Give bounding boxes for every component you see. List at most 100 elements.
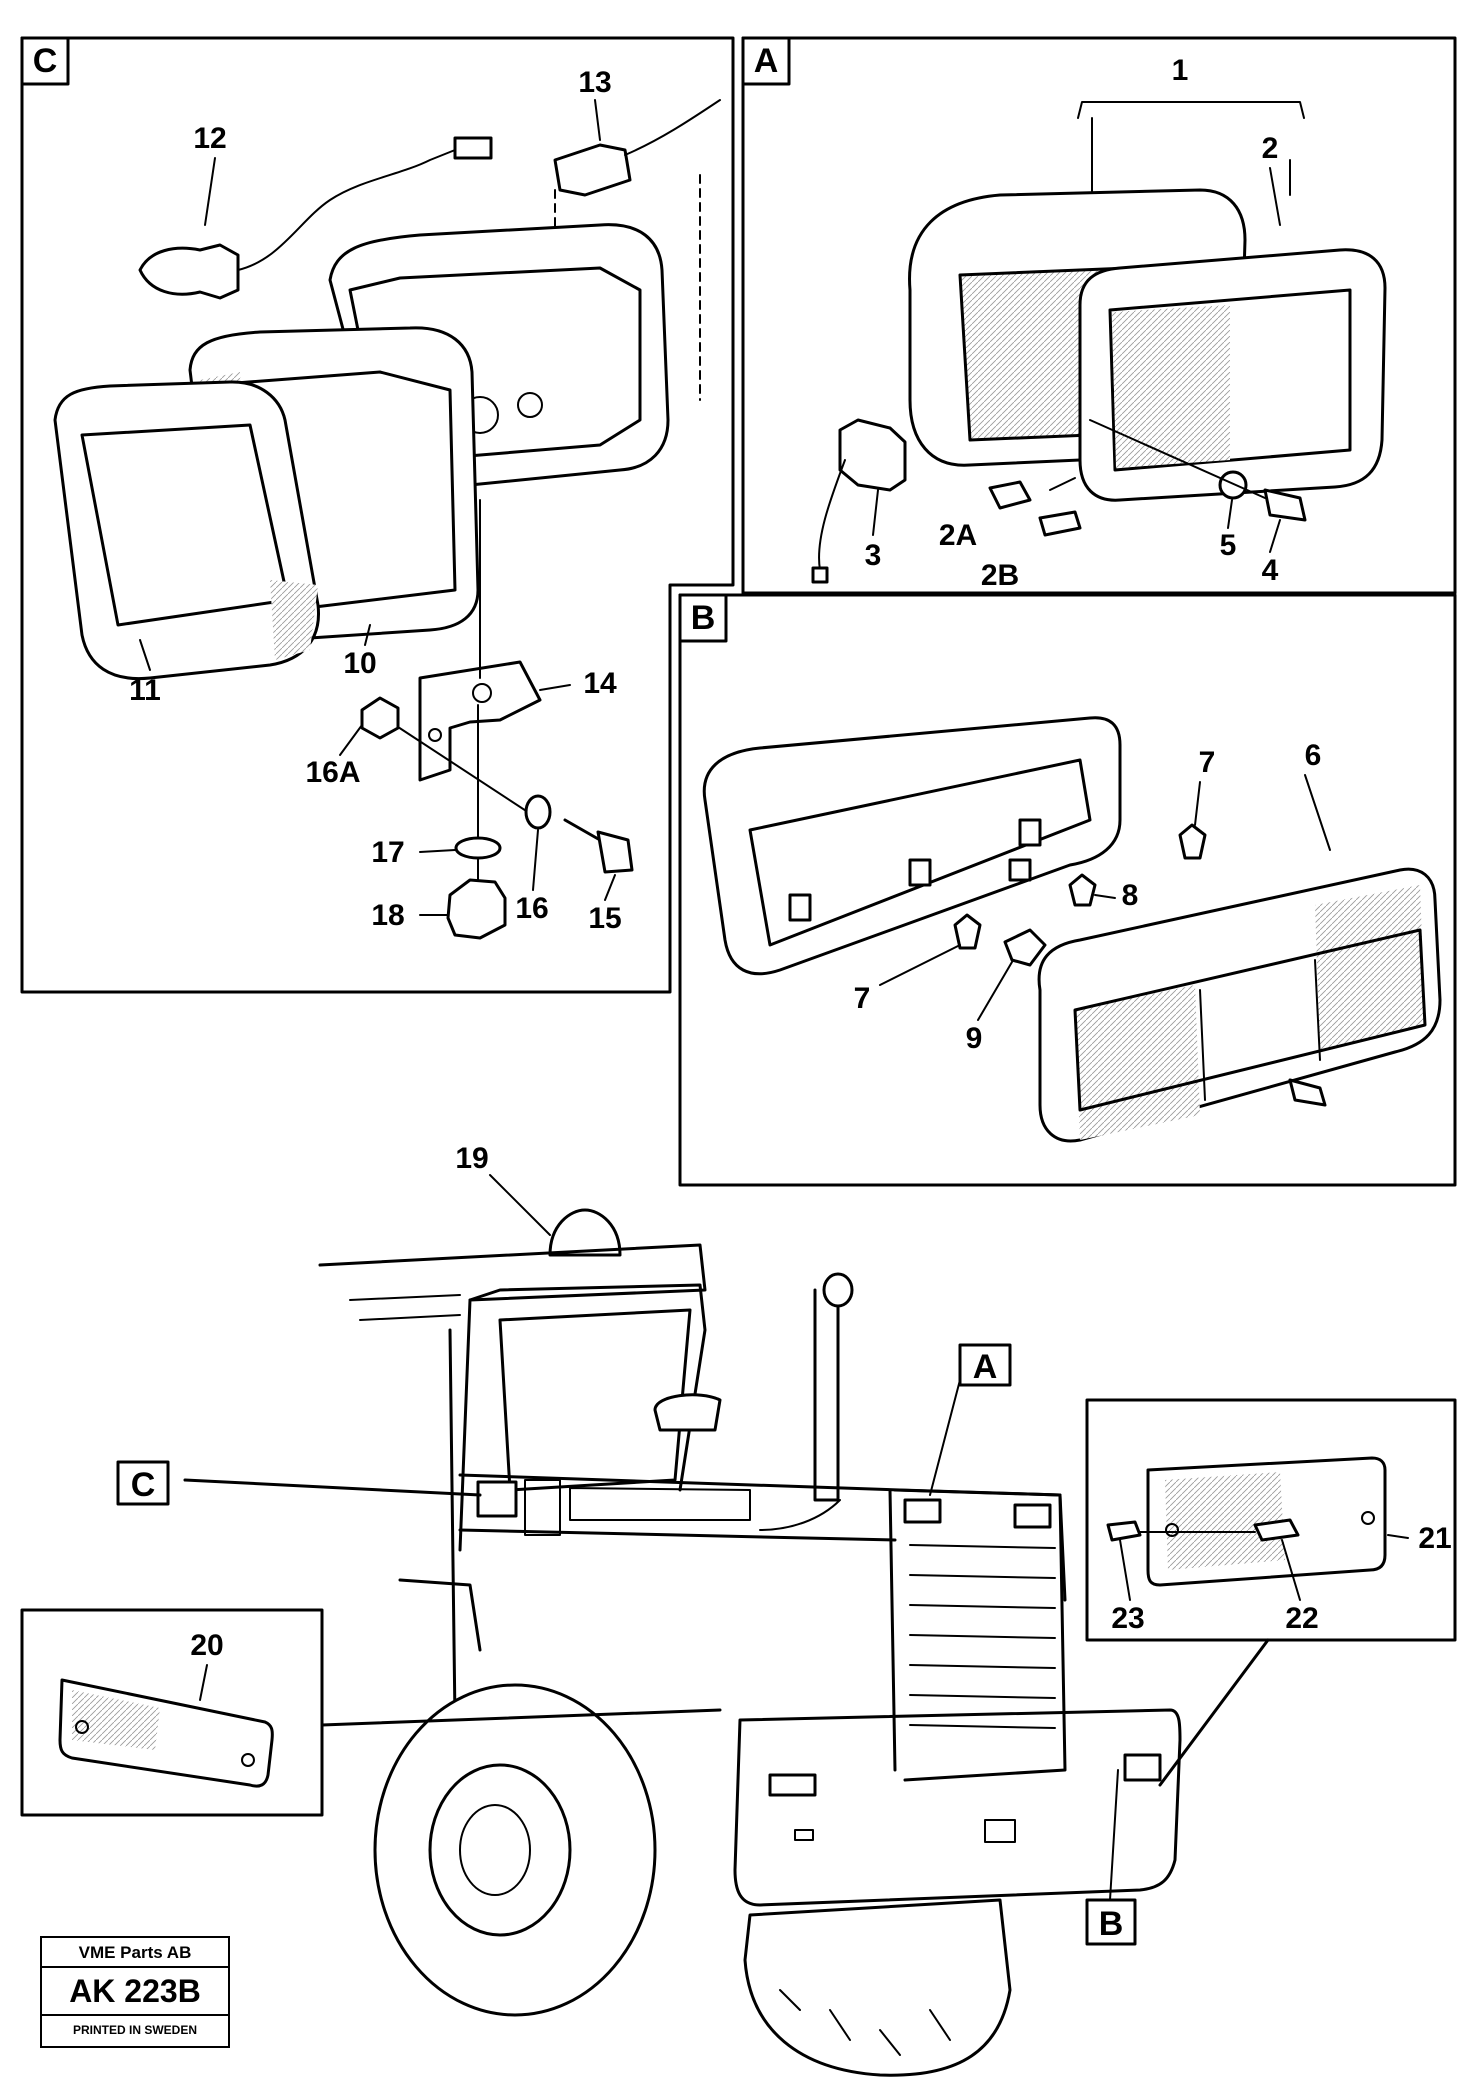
machine-overview	[183, 1208, 1270, 2077]
panel-c: C	[20, 36, 735, 994]
lens-screw	[1288, 1078, 1327, 1107]
bulb-3	[811, 418, 907, 584]
callout-23: 23	[1111, 1602, 1144, 1635]
nut-23	[1106, 1520, 1142, 1542]
bracket-14	[418, 660, 542, 782]
callout-13: 13	[578, 66, 611, 99]
air-intake	[653, 1393, 722, 1432]
screw-22	[1253, 1518, 1300, 1542]
washer-17	[454, 836, 502, 860]
inset-20	[20, 1608, 324, 1817]
panel-c-tag: C	[33, 42, 58, 80]
bulb-8	[1068, 873, 1097, 907]
callout-1: 1	[1172, 54, 1189, 87]
rear-wheel	[743, 1898, 1012, 2077]
callout-16a: 16A	[305, 756, 360, 789]
cab	[318, 1243, 707, 1722]
panel-b: B	[678, 593, 1457, 1187]
callout-18: 18	[371, 899, 404, 932]
callout-15: 15	[588, 902, 621, 935]
nut-18	[446, 878, 507, 940]
bolt-axis	[477, 499, 481, 901]
front-wheel	[373, 1683, 657, 2017]
leader-c	[183, 1478, 482, 1497]
panel-a: A	[741, 36, 1457, 595]
svg-text:A: A	[973, 1348, 998, 1386]
callout-3: 3	[865, 539, 882, 572]
screw-2b	[1038, 510, 1082, 537]
bolt-15	[563, 818, 634, 874]
callout-11: 11	[129, 674, 161, 707]
exhaust-pipe	[813, 1288, 840, 1502]
panel-c-frame	[20, 36, 735, 994]
screw-9	[1003, 928, 1047, 967]
callout-9: 9	[966, 1022, 983, 1055]
panel-a-tag-box	[741, 36, 791, 86]
title-block-company: VME Parts AB	[42, 1940, 228, 1968]
callout-2: 2	[1262, 132, 1279, 165]
callout-14: 14	[583, 667, 617, 700]
frame-11	[53, 380, 320, 681]
title-block-printed: PRINTED IN SWEDEN	[72, 2023, 197, 2037]
arrow-2	[1049, 477, 1076, 491]
panel-b-frame	[678, 593, 1457, 1187]
brace-1-leads	[1091, 117, 1291, 196]
rear-lamp-housing	[702, 716, 1122, 976]
leader-21	[1158, 1638, 1270, 1787]
callout-4: 4	[1262, 554, 1279, 587]
fender	[398, 1578, 482, 1652]
work-light-c	[476, 1480, 518, 1518]
panel-b-tag-box	[678, 593, 728, 643]
svg-text:C: C	[131, 1466, 156, 1504]
callout-leaders	[139, 99, 1409, 1701]
callout-6: 6	[1305, 739, 1322, 772]
tail-light-b	[1123, 1753, 1162, 1782]
bulb-7-lower	[953, 913, 982, 950]
callout-21: 21	[1418, 1522, 1451, 1555]
screw-4	[1263, 488, 1307, 522]
callout-16: 16	[515, 892, 548, 925]
callout-17: 17	[371, 836, 404, 869]
callouts: 1 2 2A 2B 3 4 5 6 7 7 8 9 10 11 12 13 14…	[129, 54, 1452, 1662]
washer-5	[1218, 470, 1248, 500]
brace-1	[1077, 101, 1305, 119]
panel-b-tag: B	[691, 599, 716, 637]
screw-2a	[988, 480, 1032, 510]
callout-8: 8	[1122, 879, 1139, 912]
callout-7-lower: 7	[854, 982, 871, 1015]
panel-c-tag-box	[20, 36, 70, 86]
callout-2b: 2B	[981, 559, 1019, 592]
callout-20: 20	[190, 1629, 223, 1662]
counterweight	[733, 1708, 1182, 1907]
callout-12: 12	[193, 122, 226, 155]
nut-16a	[360, 696, 400, 740]
leader-b	[1109, 1769, 1119, 1901]
axis-a	[1089, 419, 1266, 499]
washer-16	[524, 794, 552, 830]
inset-21	[1085, 1398, 1457, 1642]
bulb-12	[138, 136, 493, 300]
callout-7-upper: 7	[1199, 746, 1216, 779]
beacon-19	[548, 1208, 622, 1257]
callout-5: 5	[1220, 529, 1237, 562]
frame-2	[1078, 248, 1387, 502]
radiator-grille	[893, 1488, 1067, 1782]
title-block-code: AK 223B	[42, 1968, 228, 2016]
leader-a	[929, 1379, 961, 1496]
callout-2a: 2A	[939, 519, 977, 552]
head-light-a-right	[1013, 1503, 1052, 1529]
lens-6	[1037, 867, 1442, 1143]
leader-20	[320, 1708, 722, 1727]
panel-a-frame	[741, 36, 1457, 595]
svg-text:B: B	[1099, 1905, 1124, 1943]
screw-axis	[394, 724, 541, 821]
head-light-a-left	[903, 1498, 942, 1524]
panel-a-tag: A	[754, 42, 779, 80]
title-block: VME Parts AB AK 223B PRINTED IN SWEDEN	[40, 1936, 230, 2048]
locator-tag-c: C	[116, 1460, 170, 1506]
callout-19: 19	[455, 1142, 488, 1175]
locator-tag-a: A	[958, 1343, 1012, 1387]
exhaust-cap	[822, 1272, 854, 1308]
callout-10: 10	[343, 647, 376, 680]
